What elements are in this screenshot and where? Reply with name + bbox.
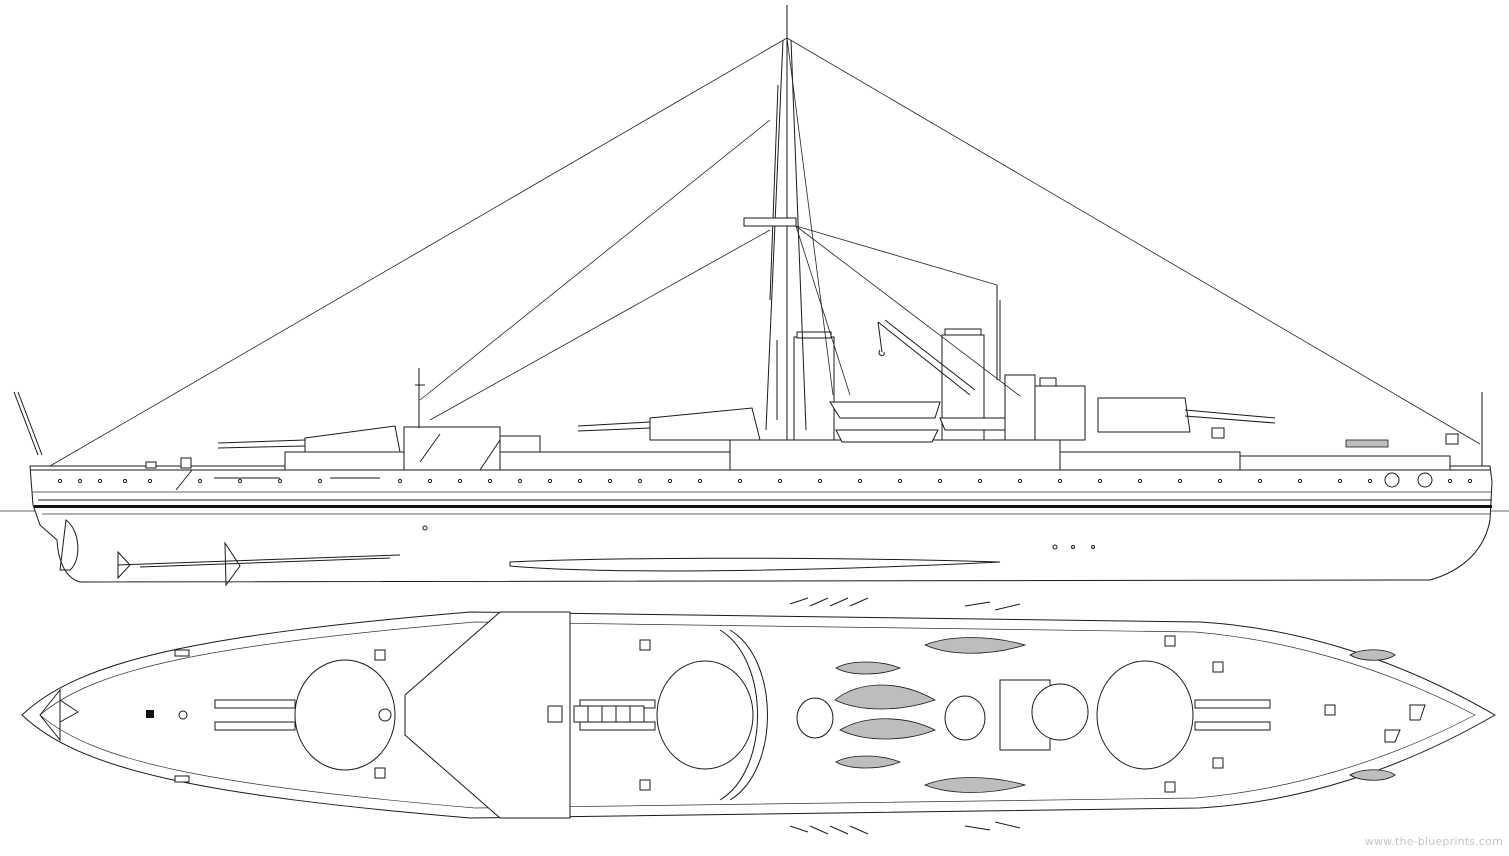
forward-deckhouse: [284, 426, 731, 471]
boat-crane: [877, 319, 976, 396]
ships-boats-plan: [834, 637, 1027, 793]
deck-fittings-side: [145, 427, 1459, 491]
top-plan-view: [21, 597, 1496, 835]
propeller-assembly: [59, 519, 401, 587]
scuttle: [1091, 545, 1095, 549]
forward-funnel-top: [796, 697, 834, 739]
tripod-mainmast: [743, 5, 807, 440]
bilge-keel: [509, 557, 1001, 572]
forward-deck-wedge: [404, 611, 571, 819]
portholes-row: [57, 478, 1473, 484]
side-hull: [29, 465, 1493, 583]
scuttle: [1071, 545, 1075, 549]
side-boat: [835, 429, 939, 443]
aft-bridge: [1004, 374, 1086, 441]
watermark-text: www.the-blueprints.com: [1364, 835, 1503, 848]
aft-funnel-cap: [944, 328, 982, 336]
deck-fittings-plan: [59, 635, 1426, 793]
fore-mast-small: [415, 368, 425, 428]
turret-b-plan: [579, 660, 754, 770]
boot-top-stripe: [34, 505, 1492, 508]
top-hull-outline: [21, 611, 1496, 819]
scuttle: [422, 525, 428, 531]
aft-mast: [996, 285, 1001, 380]
bow-tip: [39, 688, 61, 742]
midship-superstructure: [729, 439, 1451, 471]
side-boat: [829, 401, 941, 419]
aft-director-plan: [1031, 683, 1089, 741]
turret-c-plan: [1096, 660, 1271, 770]
boat-davits-plan: [789, 597, 1021, 835]
side-profile-view: [0, 5, 1509, 587]
turret-a-side: [217, 425, 401, 453]
top-deck-edge: [39, 621, 1476, 809]
turret-b-side: [577, 407, 761, 441]
scuttle: [1052, 544, 1058, 550]
jackstaff: [13, 391, 43, 456]
forward-bridge-fittings: [547, 629, 768, 801]
forward-funnel: [793, 336, 835, 441]
turret-a-plan: [214, 659, 396, 771]
turret-c-side: [1097, 397, 1276, 433]
rigging: [49, 37, 1481, 467]
aft-funnel-top: [944, 695, 986, 741]
